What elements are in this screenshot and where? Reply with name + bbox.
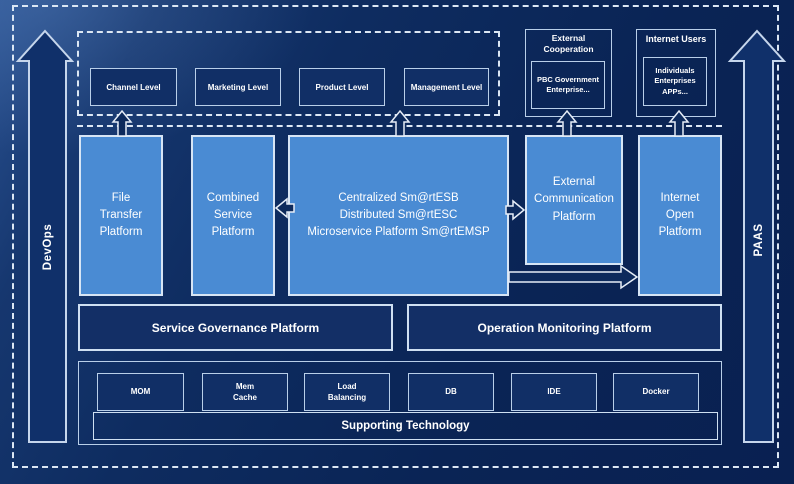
tech-box-mom: MOM [97, 373, 184, 411]
tech-label: MOM [130, 387, 151, 397]
supporting-technology-label: Supporting Technology [341, 420, 470, 432]
combined-service-platform-label: Combined Service Platform [206, 191, 260, 239]
service-governance-platform-box: Service Governance Platform [78, 304, 393, 351]
tech-label: Docker [642, 387, 670, 397]
external-communication-platform-label: External Communication Platform [534, 176, 614, 223]
external-cooperation-body: PBC Government Enterprise... [536, 74, 600, 95]
file-transfer-platform-box: File Transfer Platform [79, 135, 163, 296]
tech-box-load-balancing: Load Balancing [304, 373, 390, 411]
external-communication-platform-box: External Communication Platform [525, 135, 623, 265]
tech-box-db: DB [408, 373, 494, 411]
file-transfer-platform-label: File Transfer Platform [99, 191, 143, 239]
tech-label: DB [445, 387, 457, 397]
internet-users-inner-box: Individuals Enterprises APPs... [643, 57, 707, 106]
internet-users-body: Individuals Enterprises APPs... [654, 65, 696, 96]
level-box-channel: Channel Level [90, 68, 177, 106]
level-label: Marketing Level [207, 82, 269, 92]
devops-rail-label: DevOps [42, 223, 54, 271]
level-label: Product Level [315, 82, 369, 92]
operation-monitoring-platform-label: Operation Monitoring Platform [477, 320, 652, 335]
esb-platform-box: Centralized Sm@rtESB Distributed Sm@rtES… [288, 135, 509, 296]
level-box-management: Management Level [404, 68, 489, 106]
external-cooperation-inner-box: PBC Government Enterprise... [531, 61, 605, 109]
supporting-technology-group [78, 361, 722, 445]
tech-label: Load Balancing [327, 381, 367, 402]
paas-rail-label: PAAS [753, 223, 765, 257]
external-cooperation-title: External Cooperation [543, 33, 594, 55]
tech-label: IDE [547, 387, 561, 397]
dashed-separator-line [77, 125, 722, 127]
combined-service-platform-box: Combined Service Platform [191, 135, 275, 296]
tech-label: Mem Cache [232, 381, 257, 402]
level-label: Management Level [410, 82, 483, 92]
level-box-product: Product Level [299, 68, 385, 106]
internet-users-title: Internet Users [645, 34, 707, 44]
internet-open-platform-label: Internet Open Platform [658, 191, 702, 239]
internet-open-platform-box: Internet Open Platform [638, 135, 722, 296]
level-label: Channel Level [106, 82, 161, 92]
supporting-technology-bar: Supporting Technology [93, 412, 718, 440]
service-governance-platform-label: Service Governance Platform [151, 320, 320, 335]
operation-monitoring-platform-box: Operation Monitoring Platform [407, 304, 722, 351]
tech-box-mem-cache: Mem Cache [202, 373, 288, 411]
tech-box-docker: Docker [613, 373, 699, 411]
tech-box-ide: IDE [511, 373, 597, 411]
level-box-marketing: Marketing Level [195, 68, 281, 106]
business-levels-group [77, 31, 500, 116]
esb-platform-label: Centralized Sm@rtESB Distributed Sm@rtES… [307, 191, 490, 239]
